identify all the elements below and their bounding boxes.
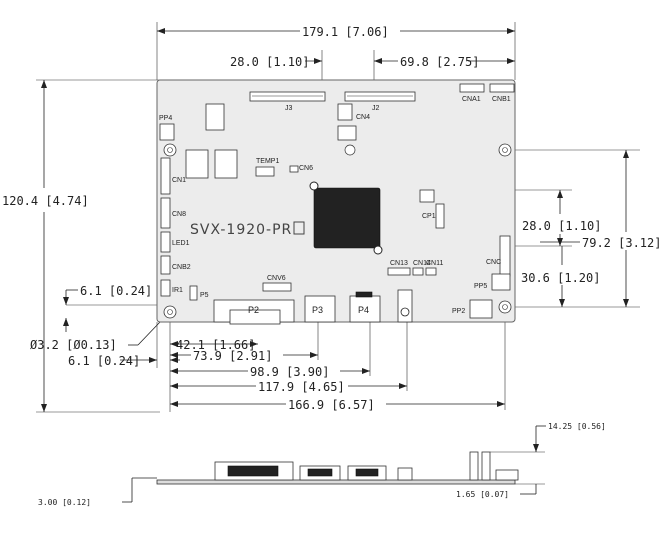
connector-p3: P3 (304, 295, 336, 323)
connector-cn11: CN11 (425, 260, 443, 276)
label-cp1: CP1 (422, 213, 436, 220)
dim-top-offsets: 28.0 [1.10] 69.8 [2.75] (230, 50, 515, 95)
dim-42-text: 42.1 [1.66] (176, 338, 255, 352)
label-cn1: CN1 (172, 177, 186, 184)
connector-pp2: PP2 (452, 299, 493, 319)
label-cn11: CN11 (426, 260, 443, 267)
mounting-hole-mid-left (344, 144, 356, 156)
mounting-hole-bottom-left (163, 305, 177, 319)
dim-hole-text: Ø3.2 [Ø0.13] (30, 338, 117, 352)
dim-overall-height-text: 120.4 [4.74] (2, 194, 89, 208)
label-j2: J2 (372, 105, 380, 112)
connector-p5: P5 (189, 285, 209, 301)
dim-overall-width: 179.1 [7.06] (156, 22, 516, 80)
connector-cn1: CN1 (160, 157, 186, 195)
label-ir1: IR1 (172, 287, 183, 294)
label-pp5: PP5 (474, 283, 487, 290)
label-cna1: CNA1 (462, 96, 481, 103)
side-view: 14.25 [0.56] 1.65 [0.07] 3.00 [0.12] (38, 422, 606, 507)
dim-side-left-text: 3.00 [0.12] (38, 498, 91, 507)
label-p4: P4 (358, 305, 369, 315)
connector-cn13: CN13 (387, 260, 411, 276)
label-cnv6: CNV6 (267, 275, 286, 282)
connector-p4: P4 (349, 291, 381, 323)
dim-side-pcb-text: 1.65 [0.07] (456, 490, 509, 499)
mounting-hole-top-right (498, 143, 512, 157)
label-pp2: PP2 (452, 308, 465, 315)
dim-98-text: 98.9 [3.90] (250, 365, 329, 379)
main-chip (309, 181, 383, 255)
connector-cp1: CP1 (419, 189, 445, 229)
connector-cn14: CN14 (412, 260, 431, 276)
connector-cn6: CN6 (289, 165, 313, 173)
connector-j2: J2 (344, 91, 416, 112)
label-cnc: CNC (486, 259, 501, 266)
label-cn14: CN14 (413, 260, 431, 267)
connector-cn4: CN4 (337, 103, 370, 141)
label-cnb2: CNB2 (172, 264, 191, 271)
dim-left-6-1: 6.1 [0.24] (63, 284, 170, 332)
audio-jack (397, 289, 413, 323)
connector-j3: J3 (249, 91, 326, 112)
dim-right-28-text: 28.0 [1.10] (522, 219, 601, 233)
label-p2: P2 (248, 305, 259, 315)
label-temp1: TEMP1 (256, 158, 279, 165)
ic-left-2 (214, 149, 238, 179)
dim-overall-height: 120.4 [4.74] (2, 79, 160, 413)
label-cn8: CN8 (172, 211, 186, 218)
dim-hole: Ø3.2 [Ø0.13] (30, 321, 161, 352)
component-pp4 (159, 123, 175, 141)
dim-166-text: 166.9 [6.57] (288, 398, 375, 412)
label-j3: J3 (285, 105, 293, 112)
mounting-hole-bottom-right (498, 300, 512, 314)
dim-117-text: 117.9 [4.65] (258, 380, 345, 394)
connector-cnb2: CNB2 (160, 255, 191, 275)
connector-cn8: CN8 (160, 197, 186, 229)
connector-cnb1: CNB1 (489, 83, 515, 103)
connector-cnv6: CNV6 (262, 275, 292, 292)
connector-p2-dvi: P2 (213, 299, 295, 325)
ic-top-left (205, 103, 225, 131)
label-cn13: CN13 (390, 260, 408, 267)
label-led1: LED1 (172, 240, 190, 247)
dim-top-left-text: 28.0 [1.10] (230, 55, 309, 69)
connector-ir1: IR1 (160, 279, 183, 297)
mounting-hole-top-left (163, 143, 177, 157)
label-cnb1: CNB1 (492, 96, 511, 103)
pcb-board: J3 J2 CNA1 CNB1 CN4 PP4 (156, 79, 516, 325)
label-box (293, 221, 305, 235)
label-cn4: CN4 (356, 114, 370, 121)
dim-top-right-text: 69.8 [2.75] (400, 55, 479, 69)
ic-left (185, 149, 209, 179)
dim-bottom-6-1: 6.1 [0.24] (68, 322, 180, 412)
board-model-label: SVX-1920-PR (190, 222, 292, 238)
connector-cna1: CNA1 (459, 83, 485, 103)
dim-overall-width-text: 179.1 [7.06] (302, 25, 389, 39)
label-p3: P3 (312, 305, 323, 315)
connector-led1: LED1 (160, 231, 190, 253)
label-cn6: CN6 (299, 165, 313, 172)
connector-pp5: PP5 (474, 273, 511, 291)
connector-temp1: TEMP1 (255, 158, 279, 177)
dim-right-30-text: 30.6 [1.20] (521, 271, 600, 285)
label-pp4: PP4 (159, 115, 172, 122)
dim-right: 28.0 [1.10] 79.2 [3.12] 30.6 [1.20] (380, 149, 661, 308)
dim-bottom-6-1-text: 6.1 [0.24] (68, 354, 140, 368)
dim-right-79-text: 79.2 [3.12] (582, 236, 661, 250)
dim-side-height-text: 14.25 [0.56] (548, 422, 606, 431)
dim-left-6-1-text: 6.1 [0.24] (80, 284, 152, 298)
label-p5: P5 (200, 292, 209, 299)
dim-73-text: 73.9 [2.91] (193, 349, 272, 363)
dim-horizontals: 42.1 [1.66] 73.9 [2.91] 98.9 [3.90] 117.… (170, 322, 506, 412)
